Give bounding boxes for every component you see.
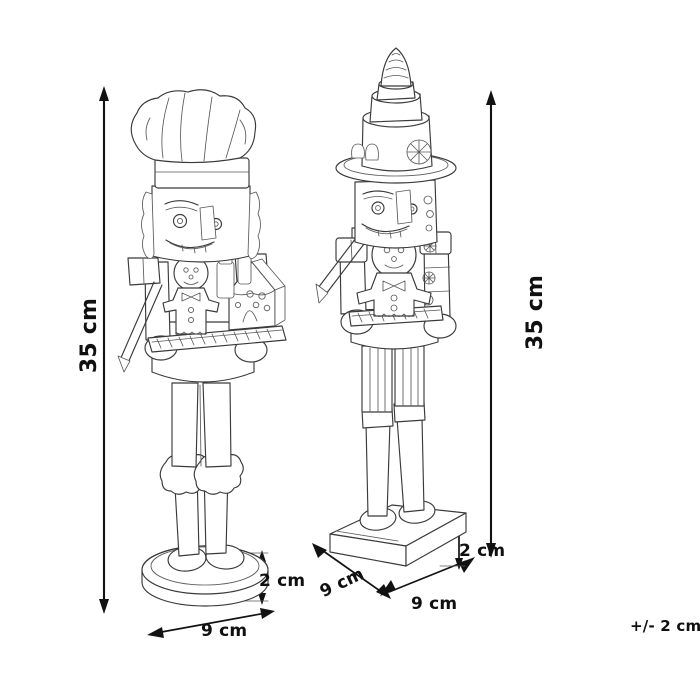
- left-height-label: 35 cm: [77, 297, 103, 374]
- left-arm-left: [117, 257, 178, 373]
- right-lower-legs: [365, 417, 425, 517]
- left-base-width-label: 9 cm: [201, 621, 248, 641]
- right-base-thickness-label: 2 cm: [459, 541, 506, 561]
- left-base-thickness-label: 2 cm: [259, 571, 306, 591]
- right-height-dimension: [486, 90, 496, 558]
- left-chef-hat: [130, 89, 257, 164]
- right-hat-top: [369, 47, 423, 123]
- left-base-width-dimension: [147, 608, 275, 638]
- left-hat-band: [154, 157, 250, 189]
- left-gingerbread-man: [162, 255, 220, 335]
- left-upper-legs: [171, 382, 232, 468]
- left-nutcracker-figure: [117, 89, 287, 607]
- tolerance-note: +/- 2 cm: [630, 617, 700, 635]
- right-arm-right: [419, 231, 457, 339]
- right-base: [329, 504, 467, 567]
- left-head: [141, 185, 261, 263]
- right-head: [354, 179, 438, 249]
- left-height-dimension: [99, 86, 109, 614]
- right-nutcracker-figure: [315, 47, 467, 567]
- right-base-width-label: 9 cm: [411, 594, 458, 614]
- right-base-depth-dimension: [312, 543, 391, 599]
- right-height-label: 35 cm: [523, 274, 549, 351]
- left-tray: [147, 325, 287, 353]
- right-striped-trousers: [361, 345, 425, 413]
